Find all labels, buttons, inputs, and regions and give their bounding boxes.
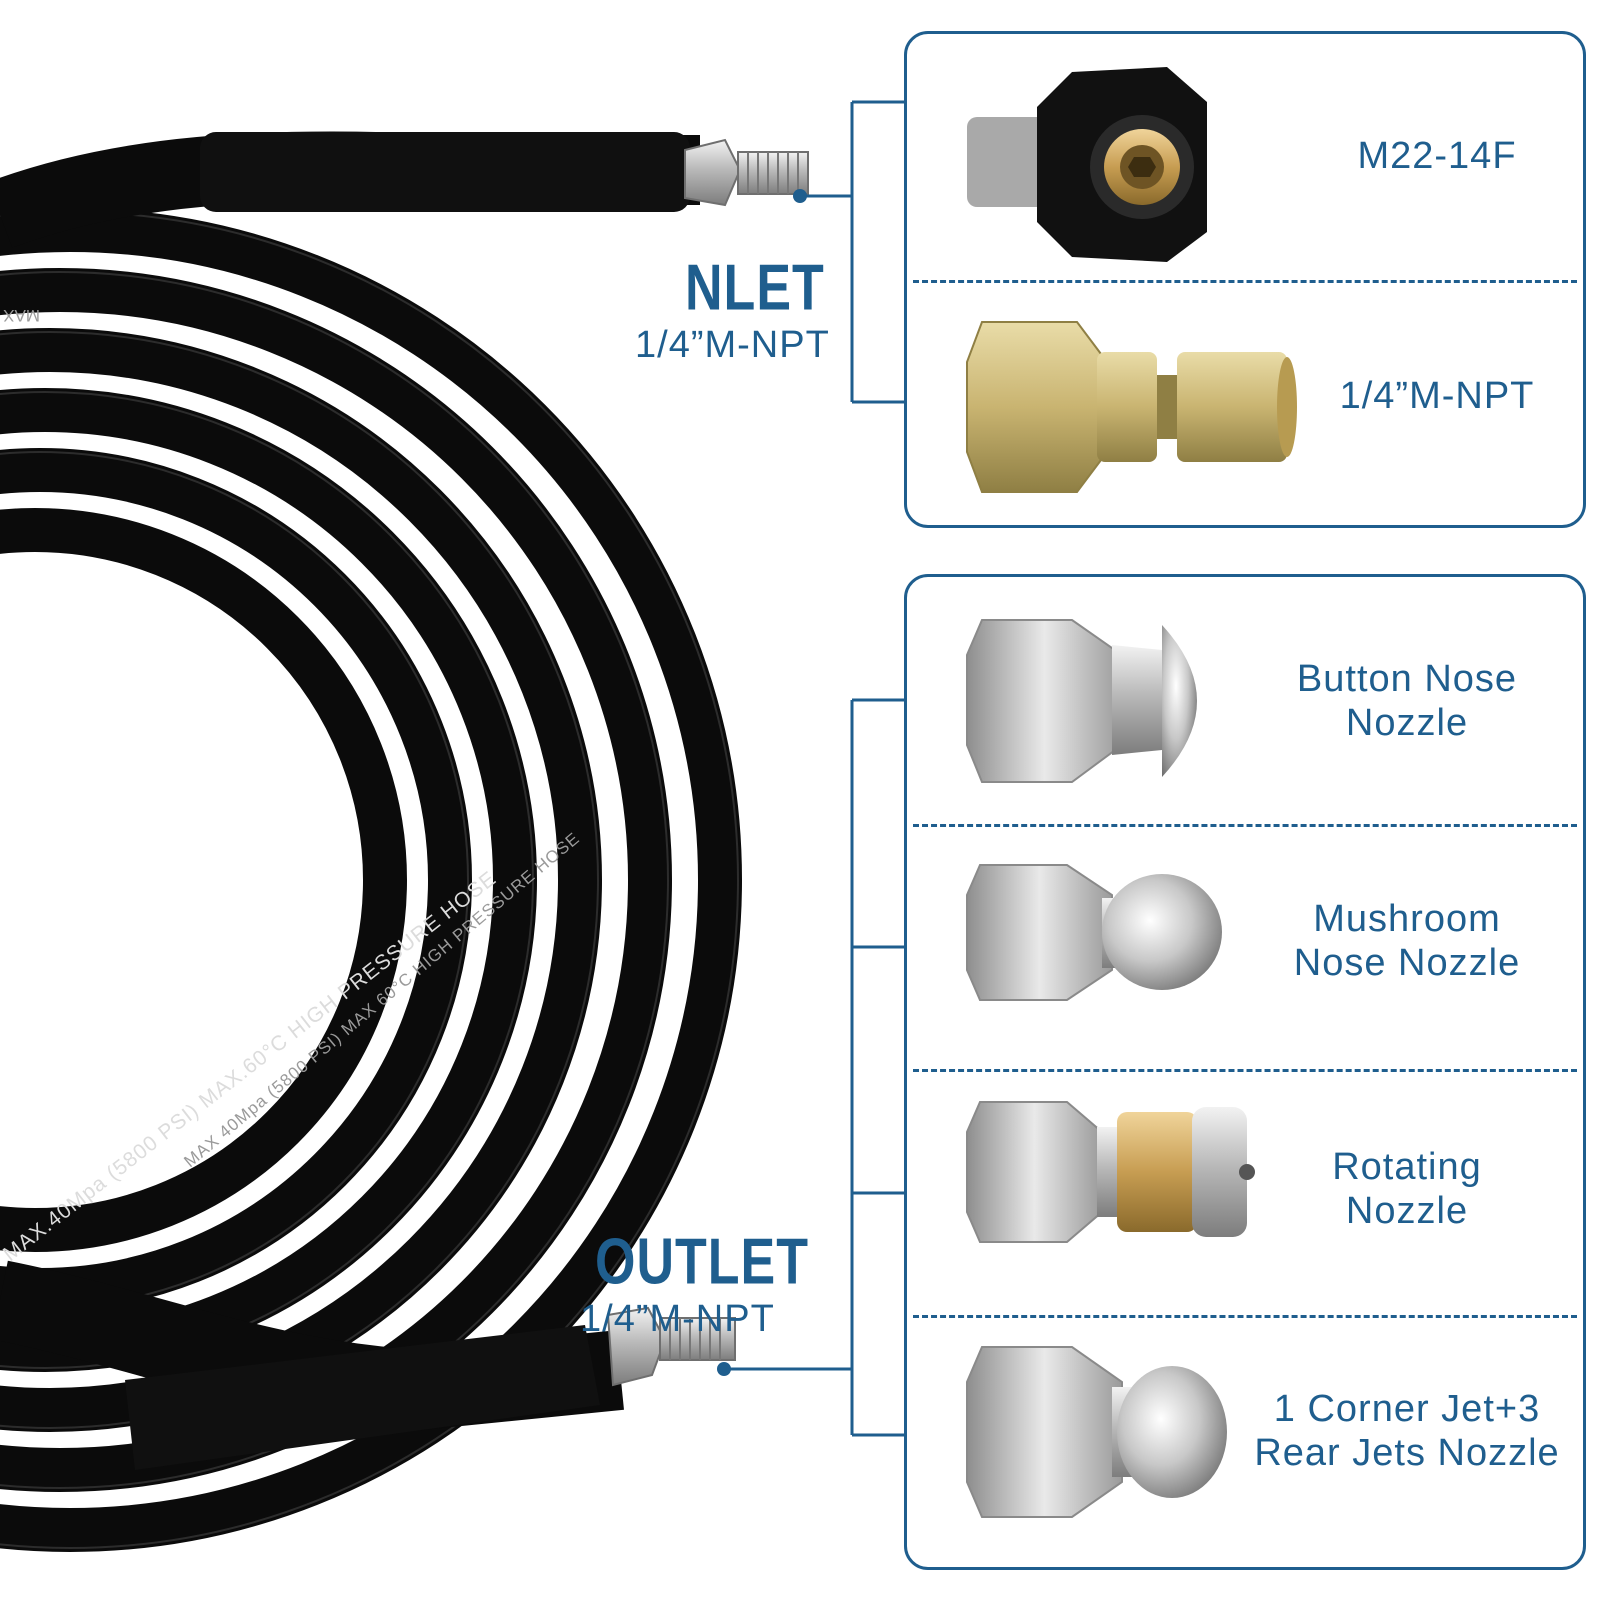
hose-coil xyxy=(0,208,742,1552)
inlet-title: NLET xyxy=(685,251,825,325)
outlet-leader-dot xyxy=(717,1362,731,1376)
outlet-fitting-icon xyxy=(606,1306,736,1387)
inlet-fitting-label-1: M22-14F xyxy=(1357,135,1517,177)
quick-connect-plug-icon xyxy=(966,321,1297,493)
inlet-fittings-panel: M22-14F 1/4”M-NPT xyxy=(904,31,1586,528)
outlet-title: OUTLET xyxy=(595,1225,809,1299)
panel-divider xyxy=(913,280,1577,283)
inlet-fitting-label-2: 1/4”M-NPT xyxy=(1339,375,1535,417)
outlet-sleeve xyxy=(125,1325,600,1470)
button-nose-nozzle-icon xyxy=(966,619,1197,783)
inlet-sleeve xyxy=(200,132,690,212)
inlet-fitting-icon xyxy=(684,138,809,207)
mushroom-nose-nozzle-icon xyxy=(966,864,1222,1001)
inlet-leader xyxy=(800,100,905,404)
corner-jet-nozzle-icon xyxy=(966,1346,1227,1518)
nozzle-label-4: 1 Corner Jet+3 Rear Jets Nozzle xyxy=(1254,1388,1560,1474)
nozzle-label-1: Button Nose Nozzle xyxy=(1296,658,1518,744)
outlet-spec: 1/4”M-NPT xyxy=(580,1298,775,1340)
panel-divider xyxy=(913,824,1577,827)
panel-divider xyxy=(913,1069,1577,1072)
m22-female-coupler-icon xyxy=(967,67,1207,262)
rotating-nozzle-icon xyxy=(966,1101,1255,1243)
nozzle-label-3: Rotating Nozzle xyxy=(1332,1146,1482,1232)
inlet-spec: 1/4”M-NPT xyxy=(635,324,830,366)
nozzles-panel: Button Nose Nozzle Mushroom Nose Nozzle … xyxy=(904,574,1586,1570)
inlet-leader-dot xyxy=(793,189,807,203)
panel-divider xyxy=(913,1315,1577,1318)
outlet-leader xyxy=(725,698,905,1437)
nozzle-label-2: Mushroom Nose Nozzle xyxy=(1293,898,1521,984)
hose-print-3: MAX xyxy=(3,306,40,325)
